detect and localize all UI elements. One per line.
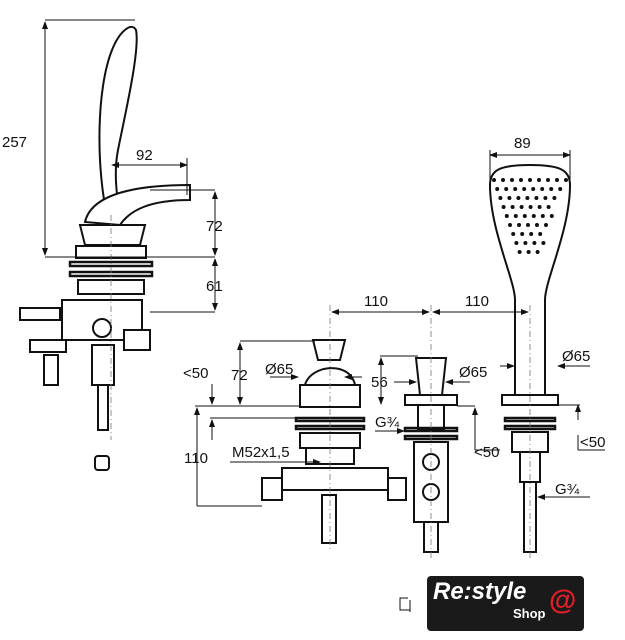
dim-92: 92 [136,147,153,164]
dim-g34-valve: G¾ [375,414,400,431]
logo-brand: Re:style [433,578,527,605]
restyle-shop-logo: Re:style Shop @ [427,576,584,631]
dim-56: 56 [371,374,388,391]
nozzle-dot [549,214,554,218]
nozzle-dot [540,187,545,191]
nozzle-dot [522,187,527,191]
nozzle-dot [517,223,521,227]
nozzle-dot [528,205,533,209]
dim-g34-holder: G¾ [555,481,580,498]
dim-d65-holder: Ø65 [562,348,590,365]
dim-110-left: 110 [364,293,388,310]
diverter-valve [403,305,459,560]
left-dimension-lines [42,19,218,313]
spray-nozzles [492,178,568,254]
nozzle-dot [510,205,515,209]
hand-shower-front [488,163,572,560]
spout [83,183,191,227]
nozzle-dot [504,187,509,191]
nozzle-dot [546,205,551,209]
dim-d65-valve: Ø65 [459,364,487,381]
nozzle-dot [519,178,523,182]
nozzle-dot [540,214,545,218]
dim-d65-mixer: Ø65 [265,361,293,378]
mixer-assembly [261,305,407,550]
mixer-handle [311,339,347,361]
nozzle-dot [541,241,546,245]
nozzle-dot [538,232,543,236]
nozzle-dot [520,232,525,236]
nozzle-dot [543,196,548,200]
nozzle-dot [531,187,536,191]
nozzle-dot [501,205,506,209]
nozzle-dot [498,196,503,200]
nozzle-dot [555,178,559,182]
nozzle-dot [522,214,527,218]
nozzle-dot [537,205,542,209]
nozzle-dot [513,187,518,191]
nozzle-dot [535,223,539,227]
dim-89: 89 [514,135,531,152]
nozzle-dot [544,223,548,227]
dim-110-depth: 110 [184,450,208,467]
nozzle-dot [514,241,519,245]
nozzle-dot [526,223,530,227]
nozzle-dot [517,250,522,254]
nozzle-dot [510,178,514,182]
dim-m52: M52x1,5 [232,444,290,461]
nozzle-dot [526,250,531,254]
nozzle-dot [511,232,516,236]
nozzle-dot [529,232,534,236]
nozzle-dot [492,178,496,182]
dim-72-spout: 72 [206,218,223,235]
nozzle-dot [523,241,528,245]
dim-lt50-holder: <50 [580,434,605,451]
valve-knob [414,357,448,396]
nozzle-dot [501,178,505,182]
dim-lt50-mixer: <50 [183,365,208,382]
nozzle-dot [525,196,530,200]
nozzle-dot [528,178,532,182]
nozzle-dot [564,178,568,182]
right-dimension-lines [194,150,605,507]
dim-72-mixer: 72 [231,367,248,384]
nozzle-dot [532,241,537,245]
spout-assembly [19,25,191,471]
nozzle-dot [558,187,563,191]
nozzle-dot [537,178,541,182]
nozzle-dot [535,250,540,254]
nozzle-dot [504,214,509,218]
dim-257: 257 [2,134,27,151]
hand-shower-side [98,25,138,222]
dim-61: 61 [206,278,223,295]
stray-mark [399,597,411,612]
nozzle-dot [516,196,521,200]
nozzle-dot [534,196,539,200]
nozzle-dot [508,223,512,227]
cart-at-icon: @ [549,584,577,615]
nozzle-dot [495,187,500,191]
nozzle-dot [519,205,524,209]
nozzle-dot [546,178,550,182]
nozzle-dot [513,214,518,218]
nozzle-dot [507,196,512,200]
nozzle-dot [552,196,557,200]
logo-sub: Shop [513,606,546,621]
dim-110-right: 110 [465,293,489,310]
nozzle-dot [531,214,536,218]
nozzle-dot [549,187,554,191]
dim-lt50-valve: <50 [474,444,499,461]
